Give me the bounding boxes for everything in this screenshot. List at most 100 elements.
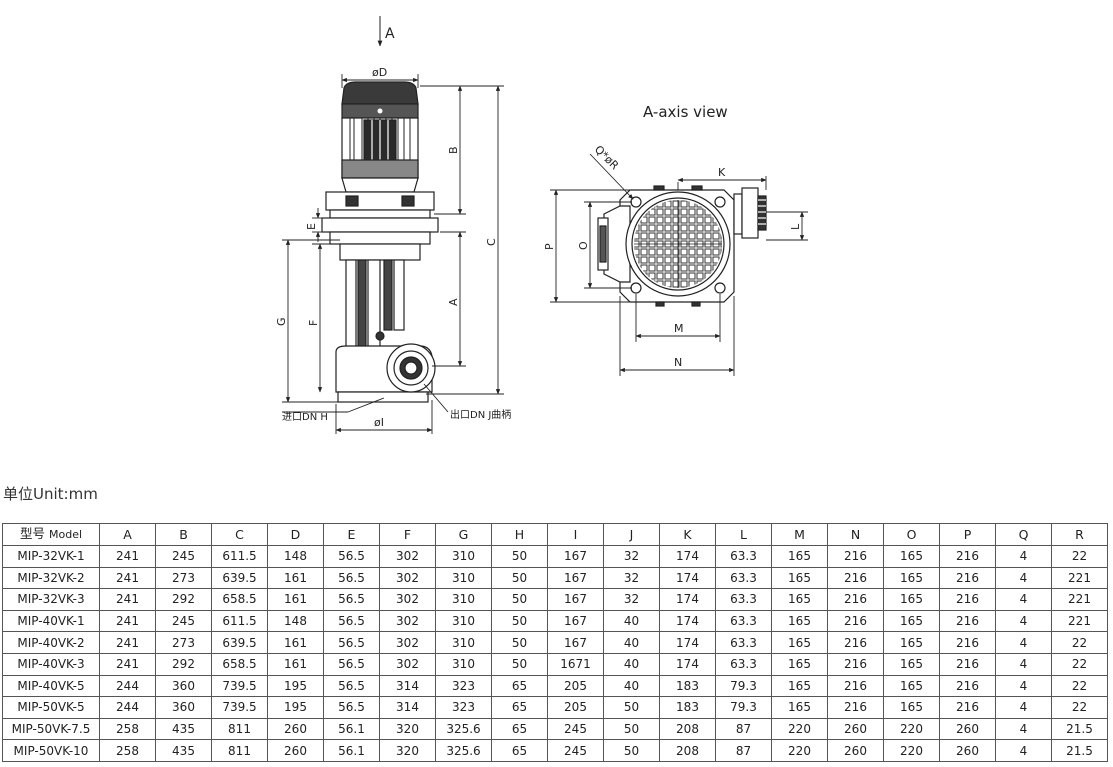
- value-cell: 220: [883, 739, 940, 762]
- value-cell: 167: [547, 566, 604, 590]
- value-cell: 4: [995, 696, 1052, 719]
- value-cell: 216: [827, 631, 884, 654]
- value-cell: 165: [883, 545, 940, 568]
- value-cell: 216: [939, 545, 996, 568]
- column-header: O: [883, 523, 940, 546]
- value-cell: 221: [1051, 609, 1108, 633]
- model-cell: MIP-32VK-3: [2, 588, 100, 611]
- value-cell: 165: [771, 674, 828, 698]
- value-cell: 639.5: [211, 631, 268, 654]
- value-cell: 32: [603, 545, 660, 568]
- value-cell: 220: [771, 717, 828, 741]
- value-cell: 167: [547, 545, 604, 568]
- value-cell: 174: [659, 588, 716, 611]
- view-arrow-a: A: [377, 16, 395, 47]
- value-cell: 4: [995, 652, 1052, 676]
- value-cell: 639.5: [211, 566, 268, 590]
- column-header: G: [435, 523, 492, 546]
- value-cell: 87: [715, 717, 772, 741]
- value-cell: 260: [939, 717, 996, 741]
- value-cell: 50: [603, 739, 660, 762]
- column-header: M: [771, 523, 828, 546]
- dim-label-e: E: [305, 223, 318, 230]
- value-cell: 273: [155, 566, 212, 590]
- value-cell: 220: [771, 739, 828, 762]
- value-cell: 165: [883, 652, 940, 676]
- model-cell: MIP-32VK-2: [2, 566, 100, 590]
- dim-label-c: C: [485, 238, 498, 246]
- value-cell: 221: [1051, 566, 1108, 590]
- value-cell: 216: [827, 566, 884, 590]
- value-cell: 216: [827, 588, 884, 611]
- value-cell: 165: [883, 588, 940, 611]
- value-cell: 22: [1051, 545, 1108, 568]
- value-cell: 165: [771, 696, 828, 719]
- value-cell: 87: [715, 739, 772, 762]
- column-header: N: [827, 523, 884, 546]
- model-cell: MIP-50VK-7.5: [2, 717, 100, 741]
- value-cell: 174: [659, 631, 716, 654]
- dim-label-b: B: [447, 146, 460, 154]
- value-cell: 244: [99, 674, 156, 698]
- value-cell: 165: [883, 609, 940, 633]
- value-cell: 165: [771, 609, 828, 633]
- value-cell: 63.3: [715, 631, 772, 654]
- value-cell: 302: [379, 545, 436, 568]
- value-cell: 56.1: [323, 717, 380, 741]
- value-cell: 165: [771, 545, 828, 568]
- value-cell: 245: [155, 609, 212, 633]
- value-cell: 258: [99, 739, 156, 762]
- value-cell: 320: [379, 739, 436, 762]
- value-cell: 323: [435, 674, 492, 698]
- value-cell: 220: [883, 717, 940, 741]
- value-cell: 216: [939, 631, 996, 654]
- value-cell: 22: [1051, 674, 1108, 698]
- column-header: Q: [995, 523, 1052, 546]
- value-cell: 32: [603, 588, 660, 611]
- side-view-labels: øD B C A E G F øI 进口DN H 出口DN J曲柄: [275, 66, 511, 429]
- dim-label-l: L: [789, 223, 802, 230]
- value-cell: 50: [491, 588, 548, 611]
- value-cell: 50: [603, 717, 660, 741]
- column-header: H: [491, 523, 548, 546]
- value-cell: 216: [939, 566, 996, 590]
- value-cell: 4: [995, 674, 1052, 698]
- value-cell: 302: [379, 631, 436, 654]
- value-cell: 260: [267, 739, 324, 762]
- dim-label-k: K: [718, 166, 726, 179]
- column-header: F: [379, 523, 436, 546]
- value-cell: 50: [491, 652, 548, 676]
- value-cell: 165: [883, 696, 940, 719]
- value-cell: 310: [435, 545, 492, 568]
- value-cell: 302: [379, 609, 436, 633]
- value-cell: 221: [1051, 588, 1108, 611]
- value-cell: 183: [659, 696, 716, 719]
- value-cell: 65: [491, 739, 548, 762]
- value-cell: 195: [267, 696, 324, 719]
- value-cell: 174: [659, 652, 716, 676]
- outlet-label: 出口DN J曲柄: [450, 408, 511, 421]
- column-header: E: [323, 523, 380, 546]
- model-cell: MIP-50VK-10: [2, 739, 100, 762]
- value-cell: 241: [99, 566, 156, 590]
- value-cell: 811: [211, 717, 268, 741]
- view-arrow-label: A: [385, 26, 395, 42]
- value-cell: 1671: [547, 652, 604, 676]
- value-cell: 56.5: [323, 631, 380, 654]
- value-cell: 292: [155, 652, 212, 676]
- column-header: C: [211, 523, 268, 546]
- value-cell: 4: [995, 588, 1052, 611]
- value-cell: 50: [491, 631, 548, 654]
- value-cell: 4: [995, 631, 1052, 654]
- value-cell: 165: [771, 588, 828, 611]
- value-cell: 21.5: [1051, 717, 1108, 741]
- value-cell: 739.5: [211, 696, 268, 719]
- value-cell: 241: [99, 631, 156, 654]
- value-cell: 40: [603, 674, 660, 698]
- value-cell: 245: [155, 545, 212, 568]
- value-cell: 739.5: [211, 674, 268, 698]
